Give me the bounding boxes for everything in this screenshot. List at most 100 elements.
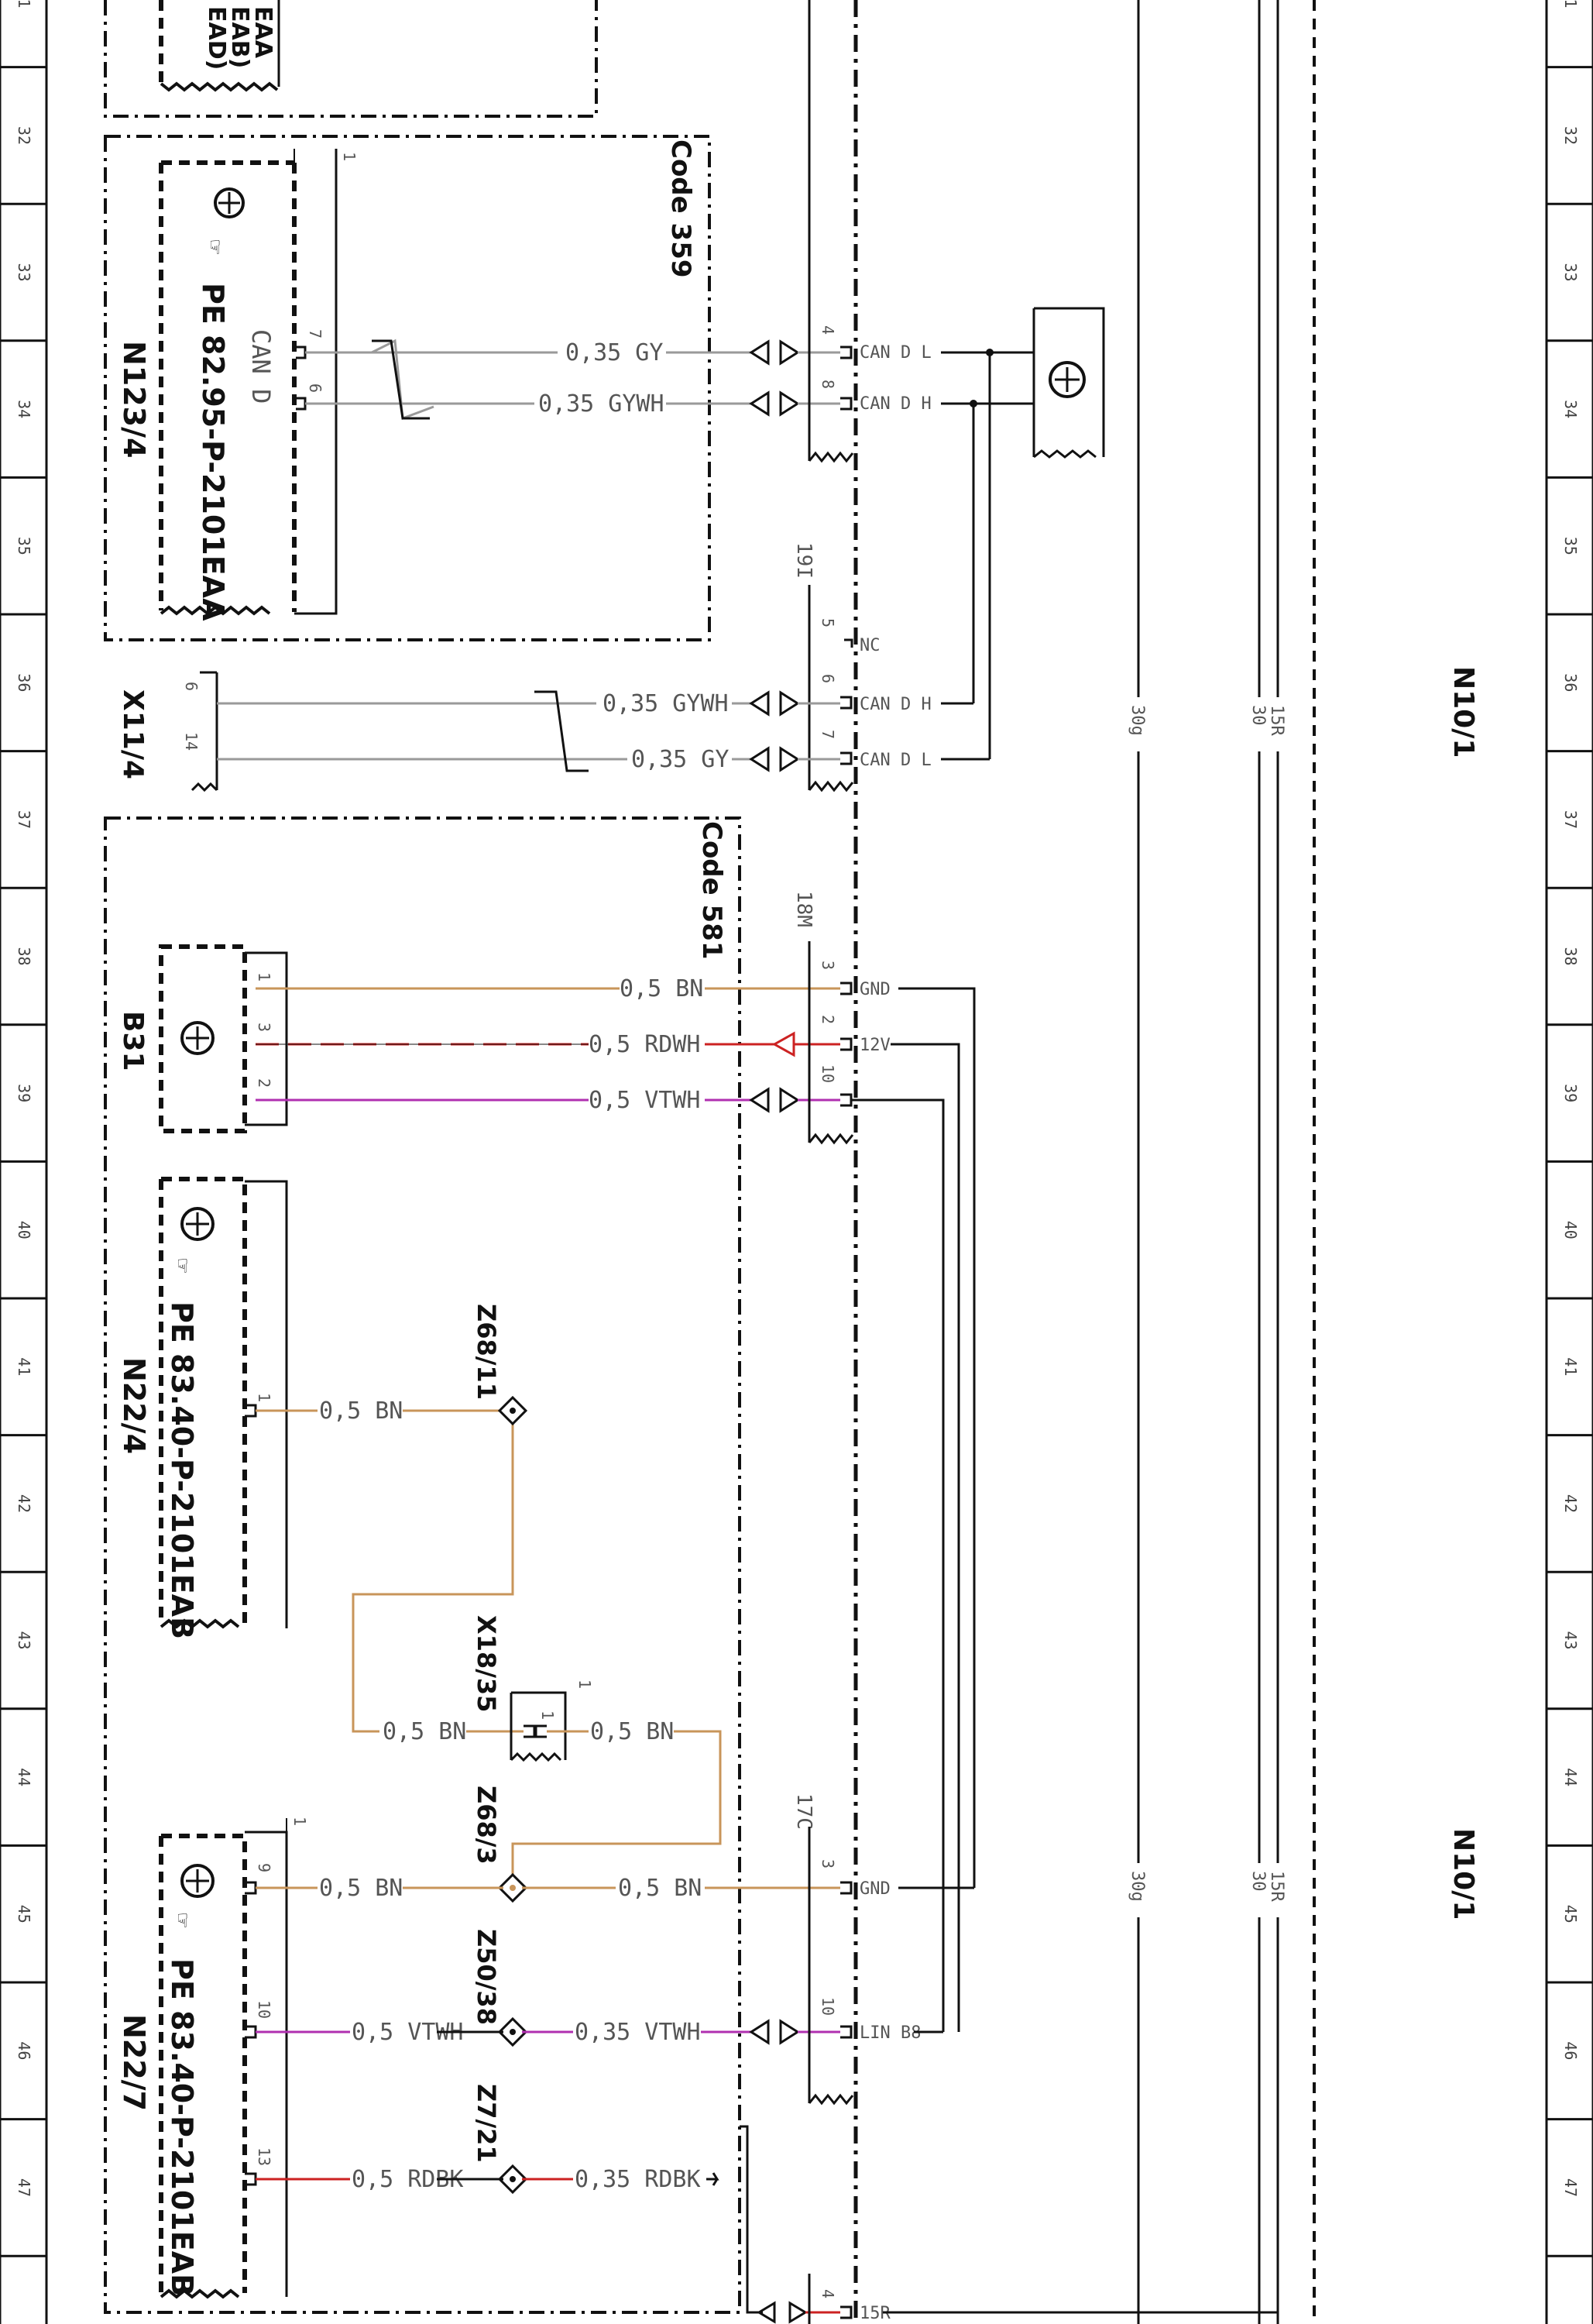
- conn17-gnd: GND: [860, 1879, 891, 1899]
- conn18-pin-3: 3: [819, 961, 837, 970]
- n123-name: N123/4: [117, 341, 151, 458]
- n224-hand-icon: ☞: [169, 1259, 196, 1273]
- row-number-39: 39: [15, 1084, 33, 1102]
- rail-15r-upper: 15R: [1267, 705, 1286, 736]
- row-number-43: 43: [1561, 1631, 1580, 1650]
- b31-wire-bn: 0,5 BN: [620, 975, 703, 1002]
- connector-17c: 17C 3 10 4 GND LIN B8 15R: [792, 1793, 1278, 2324]
- x11-pin-14: 14: [182, 732, 201, 751]
- row-ticks: 3131323233333434353536363737383839394040…: [0, 0, 1593, 2257]
- n10u-pin-4: 4: [819, 325, 837, 335]
- n123-wire-gywh: 0,35 GYWH: [538, 390, 664, 418]
- rail-30-upper: 30: [1248, 705, 1268, 726]
- row-number-47: 47: [1561, 2178, 1580, 2197]
- z7-21-label: Z7/21: [472, 2084, 501, 2163]
- hand-icon: ☞: [201, 240, 228, 254]
- z68-11-label: Z68/11: [472, 1304, 501, 1400]
- n224-component: ☞ PE 83.40-P-2101EAB N22/4 1 0,5 BN: [117, 1177, 503, 1639]
- x18-name: X18/35: [472, 1615, 501, 1712]
- n10u-cdl-label: CAN D L: [860, 343, 932, 363]
- row-number-35: 35: [1561, 537, 1580, 555]
- n123-can-wires: 0,35 GY 0,35 GYWH: [305, 339, 840, 421]
- n224-pe: PE 83.40-P-2101EAB: [165, 1301, 199, 1639]
- conn17-wire-vtwh: 0,35 VTWH: [575, 2019, 701, 2046]
- b31-pin-2: 2: [255, 1078, 273, 1088]
- conn19-cdh: CAN D H: [860, 695, 932, 714]
- n123-can-label: CAN D: [246, 329, 276, 404]
- row-number-45: 45: [15, 1905, 33, 1923]
- b31-pin-3: 3: [255, 1023, 273, 1032]
- n123-pin-6: 6: [306, 383, 324, 393]
- n227-hand-icon: ☞: [169, 1913, 196, 1927]
- code-581-block: Code 581: [104, 816, 741, 2314]
- n123-component: Code 359 1 ☞ PE 82.95-P-2101EAA CAN D N1…: [104, 135, 711, 641]
- b31-wire-vtwh: 0,5 VTWH: [589, 1087, 701, 1114]
- row-number-40: 40: [15, 1221, 33, 1239]
- x11-wire-gywh: 0,35 GYWH: [603, 690, 729, 717]
- row-number-36: 36: [15, 673, 33, 692]
- row-number-39: 39: [1561, 1084, 1580, 1102]
- rail-30g-upper: 30g: [1128, 705, 1147, 736]
- row-number-44: 44: [1561, 1768, 1580, 1786]
- b31-name: B31: [117, 1011, 149, 1071]
- row-number-42: 42: [1561, 1494, 1580, 1513]
- rail-15r-lower: 15R: [1267, 1871, 1286, 1902]
- x18-top-1: 1: [575, 1679, 594, 1689]
- row-number-36: 36: [1561, 673, 1580, 692]
- n227-icon: [180, 1864, 215, 1898]
- splice-network: Z68/11 0,5 BN X18/35 1 1 0,5 BN Z68/3 Z5…: [352, 1304, 722, 2195]
- n10-label-upper: N10/1: [1447, 666, 1479, 758]
- conn17-id: 17C: [792, 1793, 815, 1830]
- row-number-43: 43: [15, 1631, 33, 1650]
- row-number-32: 32: [15, 126, 33, 145]
- top-partial-component: EAA EAB) EAD): [104, 0, 598, 118]
- n227-component: 1 ☞ PE 83.40-P-2101EAB N22/7 9 10 13 0,5…: [117, 1817, 503, 2299]
- conn17-wire-rdbk: 0,35 RDBK: [575, 2166, 701, 2193]
- row-number-31: 31: [1561, 0, 1580, 8]
- row-number-34: 34: [15, 400, 33, 418]
- row-number-46: 46: [15, 2041, 33, 2060]
- top-label-1: EAA: [249, 6, 276, 59]
- conn17-wire-bn: 0,5 BN: [618, 1875, 702, 1902]
- row-number-37: 37: [1561, 810, 1580, 829]
- row-number-41: 41: [1561, 1357, 1580, 1376]
- row-number-44: 44: [15, 1768, 33, 1786]
- n10u-pin-8: 8: [819, 380, 837, 389]
- conn19-pin-5: 5: [819, 618, 837, 627]
- row-number-38: 38: [1561, 947, 1580, 966]
- n227-pin-13: 13: [255, 2147, 273, 2166]
- n123-pin-7: 7: [306, 329, 324, 339]
- x11-connector: X11/4 6 14 0,35 GYWH 0,35 GY: [117, 671, 840, 792]
- conn17-pin-4: 4: [819, 2289, 837, 2298]
- row-number-46: 46: [1561, 2041, 1580, 2060]
- conn18-pin-10: 10: [819, 1064, 837, 1083]
- code-359-label: Code 359: [665, 139, 696, 278]
- z68-3-label: Z68/3: [472, 1786, 501, 1865]
- row-number-37: 37: [15, 810, 33, 829]
- n224-icon: [180, 1207, 215, 1241]
- conn19-id: 19I: [792, 542, 815, 579]
- conn18-pin-2: 2: [819, 1015, 837, 1024]
- rail-30g-lower: 30g: [1128, 1871, 1147, 1902]
- row-number-31: 31: [15, 0, 33, 8]
- conn19-pin-7: 7: [819, 730, 837, 739]
- transistor-icon: [214, 187, 245, 218]
- row-number-47: 47: [15, 2178, 33, 2197]
- n224-wire-bn: 0,5 BN: [319, 1397, 403, 1425]
- b31-sensor-icon: [180, 1021, 215, 1055]
- n123-wire-gy: 0,35 GY: [565, 339, 663, 366]
- conn19-pin-6: 6: [819, 674, 837, 683]
- n10-label-lower: N10/1: [1447, 1828, 1479, 1920]
- row-number-33: 33: [1561, 263, 1580, 282]
- row-number-42: 42: [15, 1494, 33, 1513]
- top-label-3: EAD): [203, 6, 230, 70]
- n227-top-pin: 1: [290, 1817, 309, 1826]
- row-number-34: 34: [1561, 400, 1580, 418]
- row-number-35: 35: [15, 537, 33, 555]
- row-number-41: 41: [15, 1357, 33, 1376]
- b31-sensor: B31 1 3 2 0,5 BN 0,5 RDWH 0,5 VTWH: [117, 944, 840, 1133]
- rail-30-lower: 30: [1248, 1871, 1268, 1892]
- x11-wire-gy: 0,35 GY: [631, 746, 729, 773]
- row-number-40: 40: [1561, 1221, 1580, 1239]
